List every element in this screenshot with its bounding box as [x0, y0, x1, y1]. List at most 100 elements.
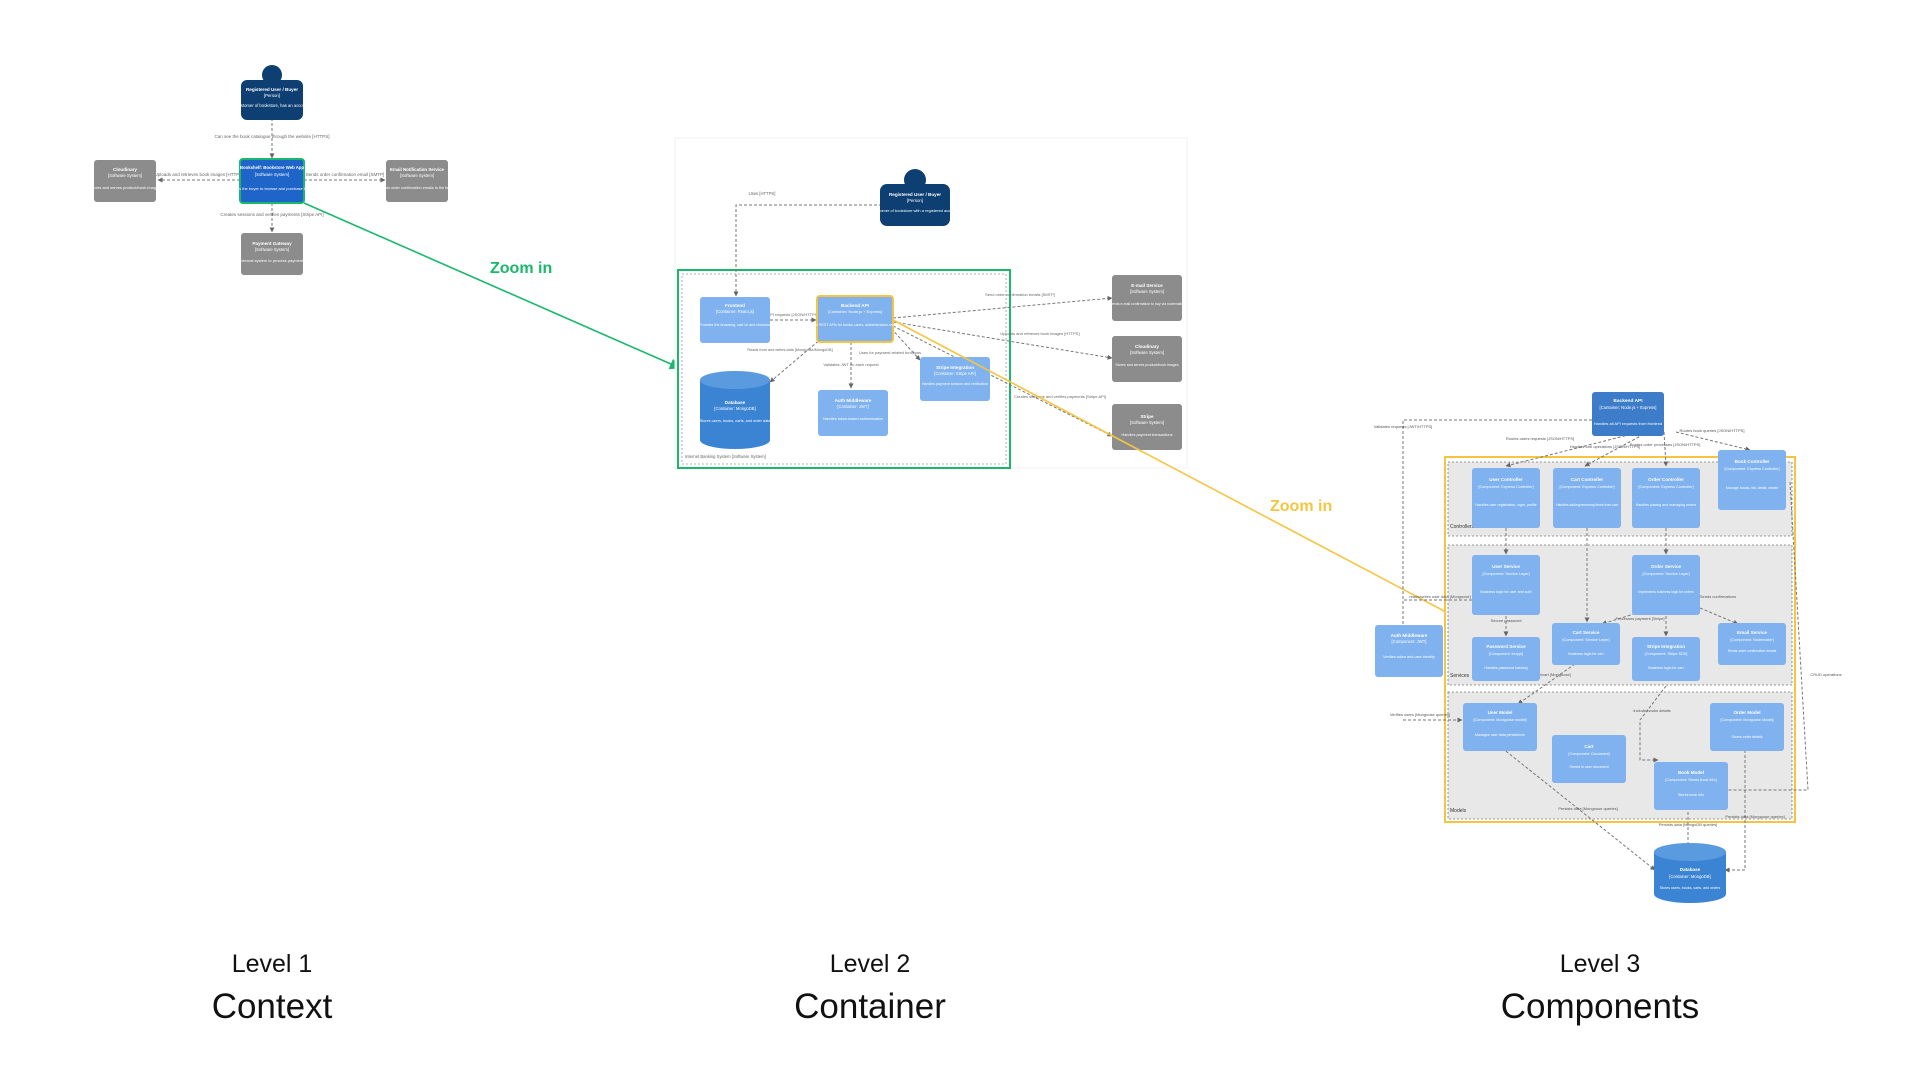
l3-book-ctrl-node: Book Controller [Component: Express Cont… — [1718, 450, 1786, 510]
zoom-label-yellow: Zoom in — [1270, 498, 1333, 515]
l2-edge-validates: Validates JWT on each request — [823, 362, 879, 367]
l2-cloudinary-desc: Stores and serves product/book images — [1115, 363, 1179, 367]
l3-edge-route-order: Routes order processes [JSON/HTTPS] — [1630, 442, 1701, 447]
l2-edge-uses: Uses [HTTPS] — [749, 191, 776, 196]
l3-database-kind: [Container: MongoDB] — [1669, 874, 1710, 879]
l3-order-svc-kind: [Component: Service Layer] — [1642, 572, 1689, 576]
l1-person-title: Registered User / Buyer — [246, 87, 298, 92]
l2-boundary-inner — [681, 273, 1007, 465]
l3-database-desc: Stores users, books, carts, and orders — [1660, 886, 1721, 890]
l3-email-svc-kind: [Component: Nodemailer] — [1730, 638, 1773, 642]
l3-order-model-desc: Stores order details — [1731, 735, 1762, 739]
l3-backend-node: Backend API [Container: Node.js + Expres… — [1592, 392, 1664, 436]
l1-cloudinary-title: Cloudinary — [113, 167, 137, 172]
l3-pwd-svc-kind: [Component: bcrypt] — [1489, 652, 1523, 656]
l2-frontend-node: Frontend [Container: React.js] Provides … — [699, 297, 771, 343]
l3-user-model-node: User Model [Component: Mongoose model] M… — [1463, 703, 1537, 751]
l3-edge-read-user: reads/writes user data [Mongoose] — [1409, 594, 1470, 599]
l3-edge-persist3: Persists data [Mongoose queries] — [1725, 814, 1784, 819]
l2-email-desc: Sends e-mail confirmation to buy via nod… — [1110, 302, 1186, 306]
level1-edges — [157, 118, 386, 233]
l3-cart-svc-kind: [Component: Service Layer] — [1562, 638, 1609, 642]
l2-email-kind: [Software System] — [1130, 289, 1164, 294]
l2-email-title: E-mail Service — [1131, 283, 1163, 288]
l1-edge-focus-payment: Creates sessions and verifies payments [… — [220, 212, 323, 217]
l2-email-node: E-mail Service [Software System] Sends e… — [1110, 275, 1186, 321]
l3-user-model-title: User Model — [1488, 710, 1513, 715]
l2-edge-pay: Creates sessions and verifies payments [… — [1014, 394, 1106, 399]
l2-stripe-ext-kind: [Software System] — [1130, 420, 1164, 425]
l1-payment-title: Payment Gateway — [252, 241, 292, 246]
l2-stripe-int-title: Stripe Integration — [936, 365, 974, 370]
l3-stripe-int-kind: [Component: Stripe SDK] — [1645, 652, 1688, 656]
l3-user-model-desc: Manages user data persistence — [1475, 733, 1525, 737]
caption-level1: Level 1 Context — [72, 950, 472, 1027]
l2-auth-kind: [Container: JWT] — [837, 404, 868, 409]
l3-cart-svc-title: Cart Service — [1573, 630, 1600, 635]
l2-frontend-kind: [Container: React.js] — [716, 309, 754, 314]
level3-component-diagram: Controllers Services Models — [1374, 392, 1842, 903]
l1-focus-kind: [Software System] — [255, 172, 289, 177]
l2-person-node: Registered User / Buyer [Person] Custome… — [872, 169, 959, 226]
caption-level2: Level 2 Container — [670, 950, 1070, 1027]
l1-email-desc: Sends order confirmation emails to the b… — [379, 186, 455, 190]
l3-order-model-kind: [Component: Mongoose Model] — [1721, 718, 1774, 722]
l2-cloudinary-title: Cloudinary — [1135, 344, 1159, 349]
l3-edge-cart-ops: Handles cart operations [JSON/HTTPS] — [1570, 444, 1640, 449]
l3-order-model-node: Order Model [Component: Mongoose Model] … — [1710, 703, 1784, 751]
level2-edges — [733, 204, 1113, 437]
l3-cart-ctrl-title: Cart Controller — [1571, 477, 1604, 482]
l3-order-svc-title: Order Service — [1651, 564, 1682, 569]
l3-cart-ctrl-node: Cart Controller [Component: Express Cont… — [1553, 468, 1621, 528]
l3-pwd-svc-title: Password Service — [1486, 644, 1526, 649]
l3-pwd-svc-desc: Handles password hashing — [1484, 666, 1527, 670]
l3-edge-validate: Validates requests [JWT/HTTPS] — [1374, 424, 1432, 429]
l2-backend-title: Backend API — [841, 303, 869, 308]
l2-person-title: Registered User / Buyer — [889, 192, 941, 197]
l3-order-ctrl-desc: Handles placing and managing orders — [1636, 503, 1697, 507]
l2-database-title: Database — [725, 400, 746, 405]
l3-auth-node: Auth Middleware [Component: JWT] Verifie… — [1375, 625, 1443, 677]
l3-database-title: Database — [1680, 867, 1701, 872]
l2-edge-cloud: Uploads and retrieves book images [HTTPS… — [1000, 331, 1079, 336]
l3-backend-kind: [Container: Node.js + Express] — [1600, 405, 1657, 410]
l1-email-title: Email Notification Service — [390, 167, 444, 172]
l3-book-model-desc: Stores book info — [1678, 793, 1704, 797]
caption-level3-number: Level 3 — [1559, 950, 1641, 978]
l2-stripe-ext-node: Stripe [Software System] Handles payment… — [1112, 404, 1182, 450]
l2-boundary-label: Internet Banking System [Software System… — [685, 454, 766, 459]
l2-person-kind: [Person] — [907, 198, 923, 203]
l2-stripe-int-node: Stripe Integration [Container: Stripe AP… — [920, 357, 990, 401]
l3-book-model-kind: [Component: Stores book info] — [1665, 778, 1716, 782]
l3-controllers-label: Controllers — [1450, 524, 1475, 530]
l3-book-model-node: Book Model [Component: Stores book info]… — [1654, 762, 1728, 810]
l3-edge-include-books: Include books details — [1633, 708, 1670, 713]
l3-cart-ctrl-kind: [Component: Express Controller] — [1559, 485, 1614, 489]
l3-edge-order-confirm: Sends confirmations — [1700, 594, 1736, 599]
l1-email-node: Email Notification Service [Software Sys… — [379, 160, 456, 202]
l3-user-svc-node: User Service [Component: Service Layer] … — [1472, 555, 1540, 615]
l3-edge-update-cart: Update user/cart [Mongoose] — [1519, 672, 1571, 677]
l2-frontend-desc: Provides the browsing, cart UI and check… — [699, 323, 771, 327]
l1-focus-desc: Allows the buyer to browse and purchase … — [230, 186, 315, 191]
l2-boundary-green — [677, 269, 1011, 469]
l2-cloudinary-kind: [Software System] — [1130, 350, 1164, 355]
l2-person-desc: Customer of bookstore with a registered … — [872, 208, 959, 213]
l3-book-model-title: Book Model — [1678, 770, 1704, 775]
l2-stripe-int-desc: Handles payment session and verification — [922, 382, 988, 386]
l3-boundary-yellow — [1444, 456, 1796, 823]
l3-cart-svc-desc: Business logic for cart — [1568, 652, 1603, 656]
l3-email-svc-node: Email Service [Component: Nodemailer] Se… — [1718, 623, 1786, 665]
l3-auth-desc: Verifies token and user identity — [1383, 655, 1435, 659]
l1-edge-focus-cloud: Uploads and retrieves book images [HTTPS… — [154, 172, 243, 177]
l3-cart-ctrl-desc: Handles adding/removing items from cart — [1556, 503, 1618, 507]
l3-user-ctrl-kind: [Component: Express Controller] — [1478, 485, 1533, 489]
l3-edge-process-payment: Processes payment [Stripe] — [1616, 616, 1665, 621]
l3-backend-title: Backend API — [1613, 398, 1643, 404]
l2-backend-kind: [Container: Node.js + Express] — [828, 309, 882, 314]
level2-container-diagram: Internet Banking System [Software System… — [674, 137, 1188, 469]
l3-stripe-int-node: Stripe Integration [Component: Stripe SD… — [1632, 637, 1700, 681]
l3-user-ctrl-title: User Controller — [1489, 477, 1523, 482]
l3-cart-doc-title: Cart — [1584, 744, 1594, 749]
l3-cart-doc-node: Cart [Component: Document] Stored in use… — [1552, 735, 1626, 783]
